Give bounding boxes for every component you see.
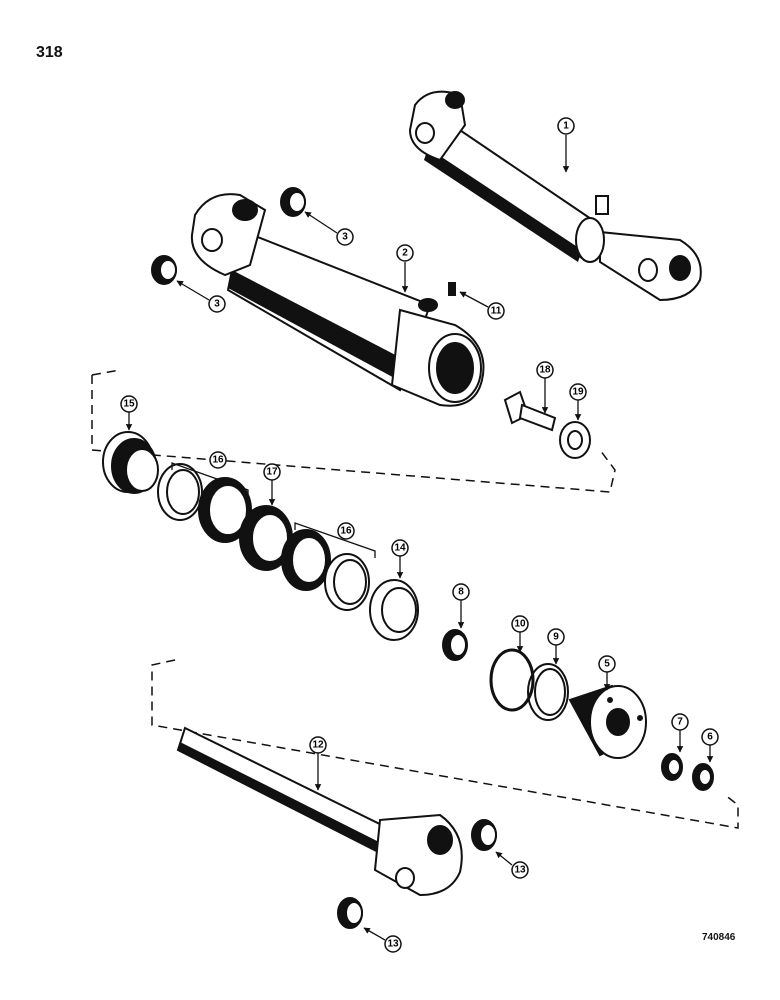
bushing-13-upper [471,819,497,851]
callout-5: 5 [598,655,616,673]
callout-5-label: 5 [604,659,610,670]
callout-7: 7 [671,713,689,731]
washer-19 [559,421,591,459]
leader-13-lower [363,927,386,941]
wear-ring-17 [239,505,293,571]
backup-ring-9 [527,663,569,721]
leader-11 [459,291,489,308]
callout-17-label: 17 [266,467,278,478]
callout-13-upper: 13 [511,861,529,879]
page-number: 318 [36,44,63,61]
assembled-cylinder [408,90,702,302]
bolt-18 [503,390,557,432]
callout-8: 8 [452,583,470,601]
callout-17: 17 [263,463,281,481]
callout-circles: 1 2 3 3 11 18 19 15 16 17 16 14 8 10 9 5… [120,117,719,953]
bracket-16-right [294,522,376,558]
callout-8-label: 8 [458,587,464,598]
callout-13-upper-label: 13 [514,865,526,876]
leader-13-upper [495,851,513,866]
callout-13-lower-label: 13 [387,939,399,950]
gland-5 [568,684,647,759]
drawing-number: 740846 [702,932,736,943]
ring-14 [369,579,419,641]
bushing-8 [442,629,468,661]
callout-19: 19 [569,383,587,401]
callout-13-lower: 13 [384,935,402,953]
callout-12: 12 [309,736,327,754]
seal-ring-16-c [281,529,331,591]
callout-3-upper: 3 [336,228,354,246]
callout-15: 15 [120,395,138,413]
callout-19-label: 19 [572,387,584,398]
cylinder-barrel [190,193,485,407]
callout-10-label: 10 [514,619,526,630]
callout-3-lower-label: 3 [214,299,220,310]
callout-3-lower: 3 [208,295,226,313]
dashed-bracket-lower [151,659,739,829]
callout-6: 6 [701,728,719,746]
callout-1: 1 [557,117,575,135]
bracket-16-left [171,462,249,497]
seal-ring-16-a [157,463,203,521]
callout-3-upper-label: 3 [342,232,348,243]
callout-6-label: 6 [707,732,713,743]
piston-rod-12 [176,726,463,897]
callout-18: 18 [536,361,554,379]
callout-16-right-label: 16 [340,526,352,537]
callout-7-label: 7 [677,717,683,728]
leader-3-lower [176,280,210,301]
callout-16-left-label: 16 [212,455,224,466]
dashed-bracket-upper [91,375,616,493]
o-ring-10 [489,648,535,712]
callout-12-label: 12 [312,740,324,751]
callout-1-label: 1 [563,121,569,132]
ring-7 [661,753,683,781]
callout-2-label: 2 [402,248,408,259]
bushing-3-upper [280,187,306,217]
setscrew-11 [448,282,456,296]
seal-ring-16-d [324,553,370,611]
callout-9: 9 [547,628,565,646]
callout-11-label: 11 [491,306,502,317]
bushing-3-lower [151,255,177,285]
callout-14: 14 [391,539,409,557]
bushing-13-lower [337,897,363,929]
callout-16-right: 16 [337,522,355,540]
seal-ring-16-b [198,477,252,543]
callout-18-label: 18 [539,365,551,376]
callout-10: 10 [511,615,529,633]
callout-2: 2 [396,244,414,262]
callout-9-label: 9 [553,632,559,643]
callout-15-label: 15 [123,399,135,410]
piston-15 [102,431,159,494]
dashed-bracket-upper-tick [91,369,121,376]
callout-11: 11 [487,302,505,320]
callout-14-label: 14 [394,543,406,554]
callout-16-left: 16 [209,451,227,469]
leader-3-upper [304,211,338,234]
ring-6 [692,763,714,791]
